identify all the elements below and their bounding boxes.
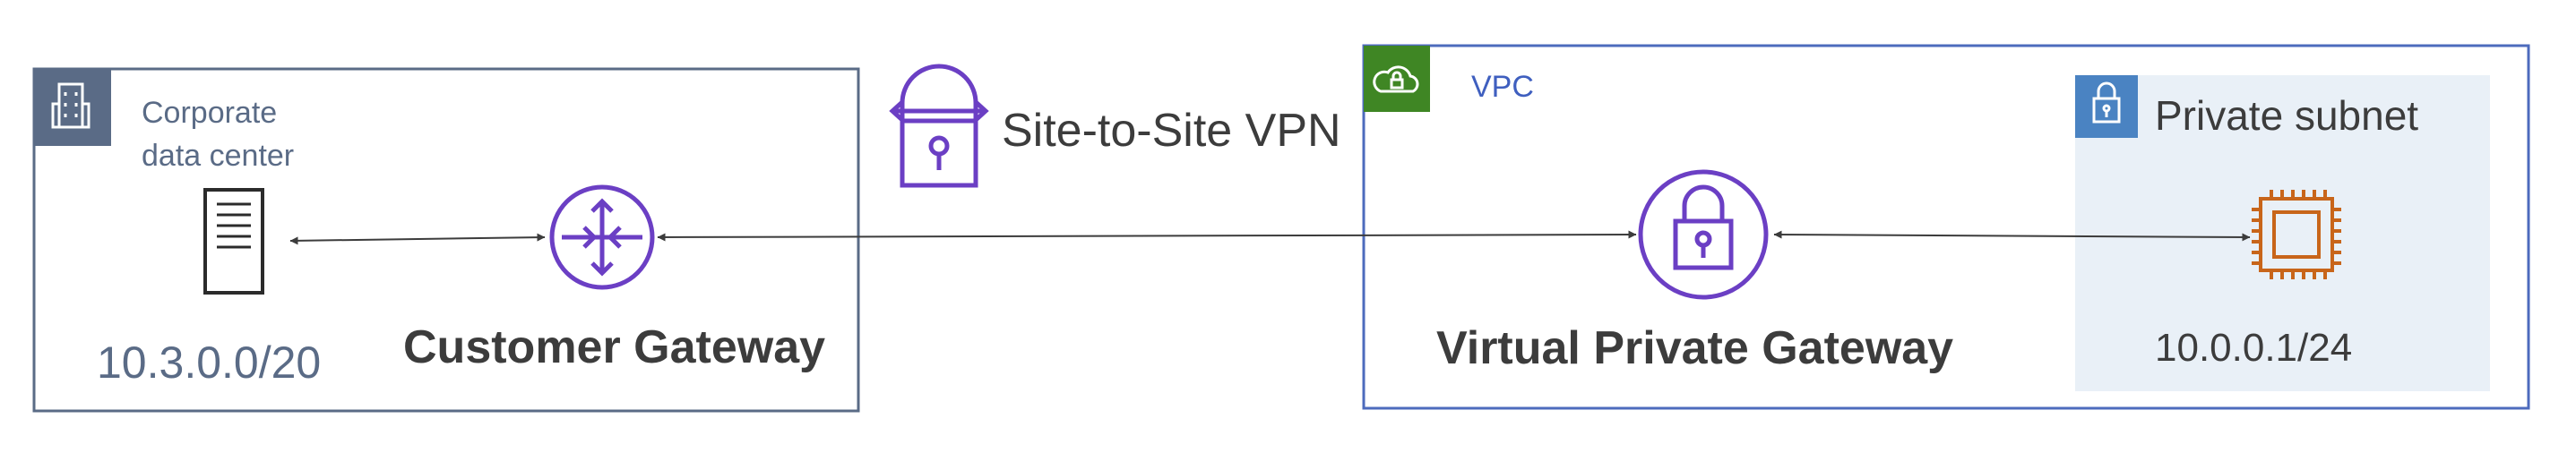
private-subnet-label: Private subnet [2155, 92, 2418, 139]
server-icon [203, 188, 264, 295]
gateway-to-instance-arrow [1773, 230, 2251, 242]
vpc-group: VPC Virtual Private Gateway Private subn… [1362, 44, 2530, 410]
building-icon [51, 82, 90, 129]
customer-gateway-label: Customer Gateway [403, 321, 825, 373]
padlock-icon [1638, 169, 1769, 300]
private-subnet-group: Private subnet [2075, 75, 2490, 391]
subnet-lock-icon [2092, 81, 2121, 124]
vpn-lock-icon [889, 64, 989, 188]
virtual-private-gateway-label: Virtual Private Gateway [1436, 322, 1953, 374]
chip-icon [2252, 190, 2341, 279]
corporate-group-header [34, 69, 111, 146]
corporate-title-line1: Corporate [142, 96, 277, 130]
vpn-label: Site-to-Site VPN [1002, 105, 1341, 157]
router-icon [549, 184, 655, 290]
connectors [289, 230, 2251, 245]
vpc-group-border [1362, 44, 2530, 410]
cloud-lock-icon [1373, 65, 1419, 93]
server-to-customer-gateway-arrow [289, 233, 546, 245]
corporate-cidr: 10.3.0.0/20 [97, 338, 321, 388]
corporate-title-line2: data center [142, 139, 294, 173]
site-to-site-vpn: Site-to-Site VPN [889, 64, 1341, 188]
vpc-label: VPC [1471, 70, 1534, 104]
vpn-tunnel-arrow [657, 230, 1637, 242]
instance-ip: 10.0.0.1/24 [2155, 326, 2352, 370]
corporate-data-center-group: Corporate data center 10.3.0.0/20 Custom… [32, 67, 860, 413]
